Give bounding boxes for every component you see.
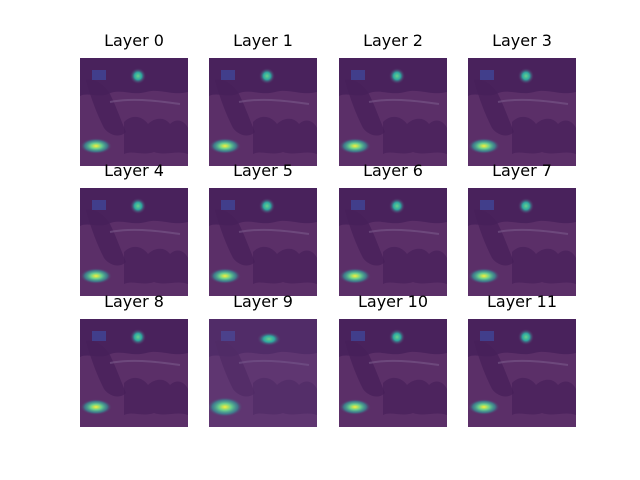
panel-layer-3: Layer 3 xyxy=(468,31,576,166)
panel-layer-9: Layer 9 xyxy=(209,292,317,427)
attention-heatmap-image xyxy=(468,188,576,296)
panel-title: Layer 7 xyxy=(492,161,552,180)
attention-heatmap-image xyxy=(80,188,188,296)
panel-layer-1: Layer 1 xyxy=(209,31,317,166)
panel-layer-0: Layer 0 xyxy=(80,31,188,166)
panel-title: Layer 6 xyxy=(363,161,423,180)
attention-heatmap-image xyxy=(209,58,317,166)
panel-title: Layer 9 xyxy=(233,292,293,311)
panel-title: Layer 5 xyxy=(233,161,293,180)
panel-layer-11: Layer 11 xyxy=(468,292,576,427)
attention-heatmap-image xyxy=(209,319,317,427)
panel-layer-5: Layer 5 xyxy=(209,161,317,296)
attention-heatmap-image xyxy=(80,319,188,427)
panel-layer-8: Layer 8 xyxy=(80,292,188,427)
panel-title: Layer 3 xyxy=(492,31,552,50)
panel-layer-10: Layer 10 xyxy=(339,292,447,427)
panel-title: Layer 8 xyxy=(104,292,164,311)
panel-title: Layer 0 xyxy=(104,31,164,50)
attention-heatmap-image xyxy=(468,319,576,427)
attention-heatmap-image xyxy=(468,58,576,166)
panel-layer-6: Layer 6 xyxy=(339,161,447,296)
attention-heatmap-image xyxy=(339,319,447,427)
panel-title: Layer 11 xyxy=(486,292,558,311)
panel-title: Layer 1 xyxy=(233,31,293,50)
panel-title: Layer 4 xyxy=(104,161,164,180)
attention-heatmap-image xyxy=(209,188,317,296)
panel-title: Layer 10 xyxy=(357,292,429,311)
attention-heatmap-image xyxy=(80,58,188,166)
panel-layer-4: Layer 4 xyxy=(80,161,188,296)
attention-heatmap-image xyxy=(339,58,447,166)
panel-title: Layer 2 xyxy=(363,31,423,50)
panel-layer-7: Layer 7 xyxy=(468,161,576,296)
panel-layer-2: Layer 2 xyxy=(339,31,447,166)
attention-heatmap-image xyxy=(339,188,447,296)
